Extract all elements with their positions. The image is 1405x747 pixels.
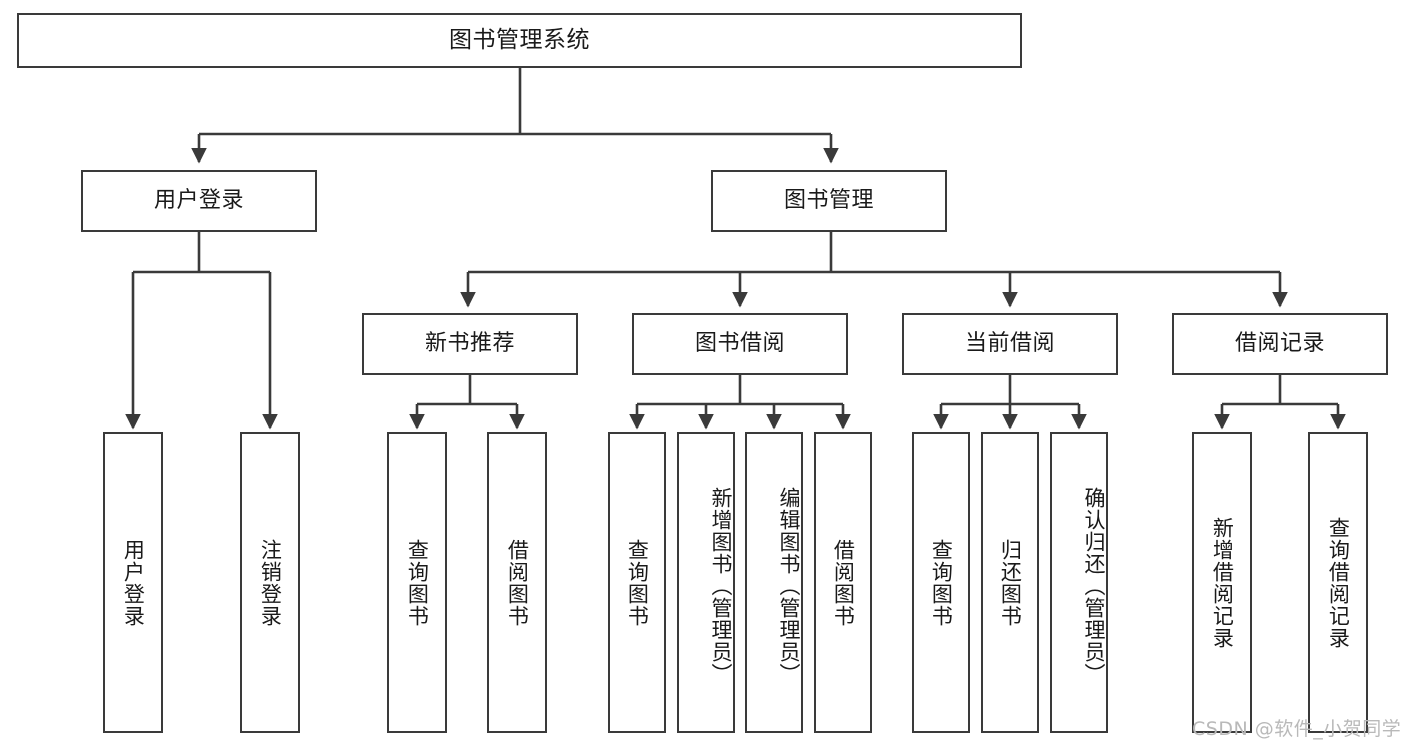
node-leaf-edit-book[interactable]: 编辑图书（管理员） [745,432,803,733]
node-leaf-borrow-book-2[interactable]: 借阅图书 [814,432,872,733]
node-root[interactable]: 图书管理系统 [17,13,1022,68]
node-leaf-return-book[interactable]: 归还图书 [981,432,1039,733]
node-leaf-add-record-label: 新增借阅记录 [1210,516,1235,649]
node-leaf-add-record[interactable]: 新增借阅记录 [1192,432,1252,733]
node-book-manage-label: 图书管理 [783,187,874,213]
node-current-borrow[interactable]: 当前借阅 [902,313,1118,375]
node-user-login-label: 用户登录 [153,187,244,213]
node-borrow-record[interactable]: 借阅记录 [1172,313,1388,375]
node-leaf-borrow-book-1[interactable]: 借阅图书 [487,432,547,733]
node-leaf-logout-login-label: 注销登录 [258,538,283,627]
node-leaf-confirm-return[interactable]: 确认归还（管理员） [1050,432,1108,733]
node-leaf-return-book-label: 归还图书 [998,538,1023,627]
node-new-book-rec[interactable]: 新书推荐 [362,313,578,375]
node-new-book-rec-label: 新书推荐 [424,330,515,356]
watermark: CSDN @软件_小贺同学 [1192,718,1402,740]
node-book-borrow[interactable]: 图书借阅 [632,313,848,375]
node-leaf-logout-login[interactable]: 注销登录 [240,432,300,733]
node-leaf-borrow-book-1-label: 借阅图书 [505,538,530,627]
node-leaf-add-book[interactable]: 新增图书（管理员） [677,432,735,733]
node-leaf-user-login-label: 用户登录 [121,538,146,627]
node-leaf-query-book-1-label: 查询图书 [405,538,430,627]
node-leaf-add-book-label: 新增图书（管理员） [709,486,733,685]
node-leaf-query-book-2[interactable]: 查询图书 [608,432,666,733]
node-leaf-query-book-3[interactable]: 查询图书 [912,432,970,733]
node-book-borrow-label: 图书借阅 [694,330,785,356]
node-leaf-confirm-return-label: 确认归还（管理员） [1082,486,1106,685]
node-leaf-query-record[interactable]: 查询借阅记录 [1308,432,1368,733]
node-book-manage[interactable]: 图书管理 [711,170,947,232]
node-borrow-record-label: 借阅记录 [1234,330,1325,356]
node-root-label: 图书管理系统 [449,26,590,53]
node-leaf-edit-book-label: 编辑图书（管理员） [777,486,801,685]
node-current-borrow-label: 当前借阅 [964,330,1055,356]
node-leaf-query-record-label: 查询借阅记录 [1326,516,1351,649]
node-leaf-query-book-2-label: 查询图书 [625,538,650,627]
node-leaf-query-book-1[interactable]: 查询图书 [387,432,447,733]
node-leaf-user-login[interactable]: 用户登录 [103,432,163,733]
node-leaf-query-book-3-label: 查询图书 [929,538,954,627]
node-user-login[interactable]: 用户登录 [81,170,317,232]
node-leaf-borrow-book-2-label: 借阅图书 [831,538,856,627]
